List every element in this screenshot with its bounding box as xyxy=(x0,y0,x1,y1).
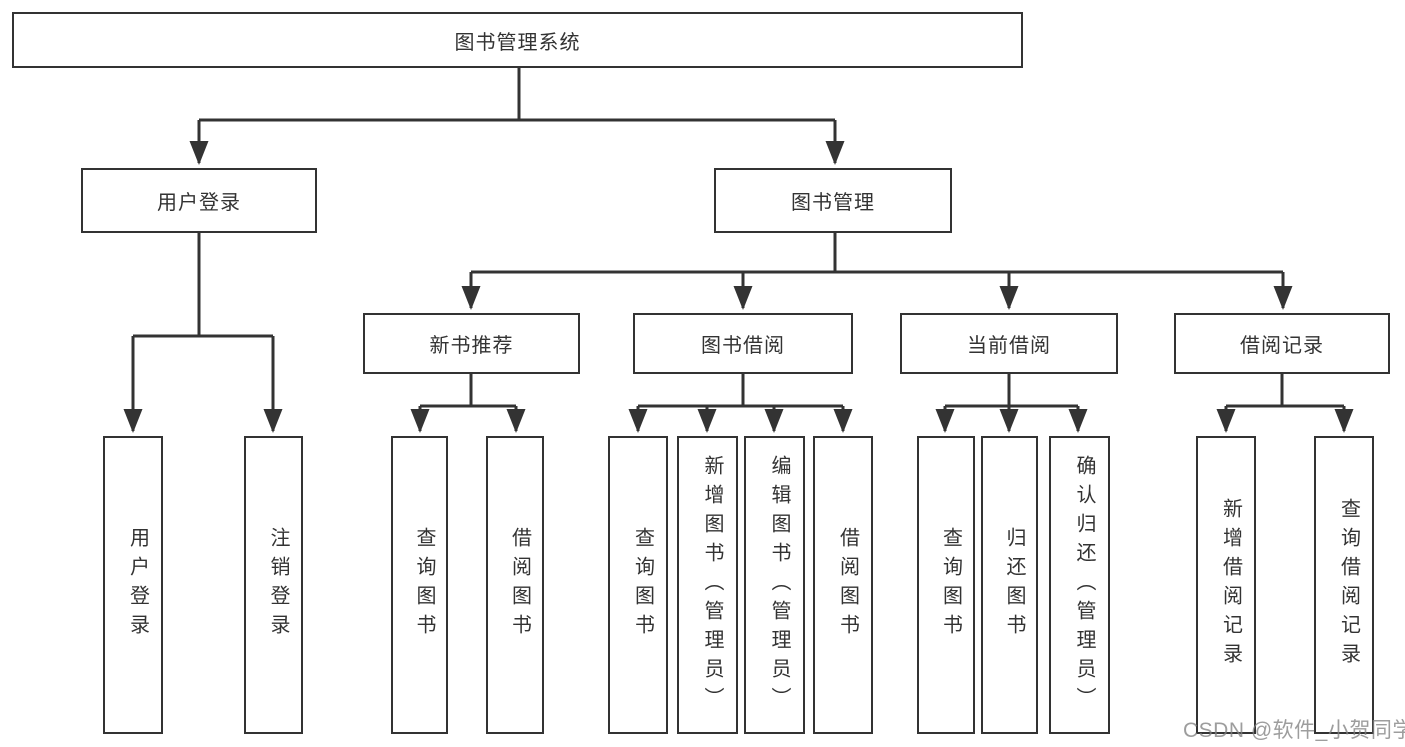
node-label: 新书推荐 xyxy=(429,335,514,357)
leaf-confirm-return-admin: 确认归还（管理员） xyxy=(1049,436,1110,734)
node-label: 确认归还（管理员） xyxy=(1073,454,1095,716)
node-book-management: 图书管理 xyxy=(714,168,952,233)
node-label: 查询图书 xyxy=(939,527,962,643)
connector-lines xyxy=(133,68,1344,408)
leaf-query-books-2: 查询图书 xyxy=(608,436,668,734)
node-label: 当前借阅 xyxy=(967,335,1051,357)
node-label: 图书借阅 xyxy=(701,335,785,357)
leaf-user-login: 用户登录 xyxy=(103,436,163,734)
leaf-add-borrow-record: 新增借阅记录 xyxy=(1196,436,1256,734)
node-label: 查询图书 xyxy=(631,527,654,643)
node-user-login: 用户登录 xyxy=(81,168,317,233)
arrowhead-connectors xyxy=(123,120,1354,433)
node-label: 用户登录 xyxy=(126,527,149,643)
leaf-add-books-admin: 新增图书（管理员） xyxy=(677,436,738,734)
node-label: 借阅图书 xyxy=(836,527,859,643)
node-label: 用户登录 xyxy=(157,192,241,214)
node-label: 查询借阅记录 xyxy=(1337,498,1360,672)
node-label: 借阅记录 xyxy=(1240,335,1324,357)
leaf-borrow-books-2: 借阅图书 xyxy=(813,436,873,734)
leaf-edit-books-admin: 编辑图书（管理员） xyxy=(744,436,805,734)
leaf-query-borrow-record: 查询借阅记录 xyxy=(1314,436,1374,734)
leaf-query-books-1: 查询图书 xyxy=(391,436,448,734)
node-label: 新增图书（管理员） xyxy=(701,454,723,716)
node-label: 编辑图书（管理员） xyxy=(768,454,790,716)
node-label: 图书管理 xyxy=(791,192,875,214)
node-label: 归还图书 xyxy=(1003,527,1025,643)
node-label: 注销登录 xyxy=(267,527,289,643)
node-label: 新增借阅记录 xyxy=(1219,498,1242,672)
node-book-borrowing: 图书借阅 xyxy=(633,313,853,374)
node-borrowing-records: 借阅记录 xyxy=(1174,313,1390,374)
tree-skeleton xyxy=(133,68,1344,408)
node-root-library-system: 图书管理系统 xyxy=(12,12,1023,68)
leaf-query-books-3: 查询图书 xyxy=(917,436,975,734)
node-label: 图书管理系统 xyxy=(454,31,581,54)
node-current-borrowing: 当前借阅 xyxy=(900,313,1118,374)
leaf-return-books: 归还图书 xyxy=(981,436,1038,734)
node-label: 查询图书 xyxy=(413,527,435,643)
node-label: 借阅图书 xyxy=(508,527,531,643)
leaf-borrow-books-1: 借阅图书 xyxy=(486,436,544,734)
csdn-watermark: CSDN @软件_小贺同学 xyxy=(1183,719,1405,742)
node-new-book-recommend: 新书推荐 xyxy=(363,313,580,374)
leaf-logout: 注销登录 xyxy=(244,436,303,734)
